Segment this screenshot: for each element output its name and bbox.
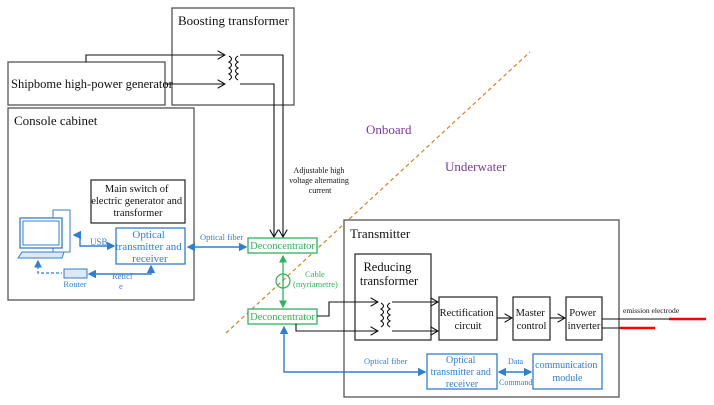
cable-label: Cable (myriametre) — [293, 269, 338, 289]
underwater-label: Underwater — [445, 159, 507, 174]
reducing-coil-icon — [379, 302, 392, 328]
main-switch-label: Main switch of electric generator and tr… — [91, 184, 185, 219]
master-control-label: Master control — [516, 308, 548, 332]
deconcentrator-top-label: Deconcentrator — [250, 241, 315, 252]
router-label: Router — [63, 279, 86, 289]
transmitter-optical-transceiver-label: Optical transmitter and receiver — [431, 355, 494, 390]
data-label: Data — [508, 357, 524, 366]
router-icon — [63, 268, 88, 279]
console-optical-transceiver-box — [115, 227, 186, 265]
reticle-label: Reticl e — [112, 271, 134, 291]
boosting-transformer: Boosting transformer — [171, 7, 295, 106]
usb-label: USB — [90, 237, 108, 247]
command-label: Command — [499, 378, 532, 387]
generator-label: Shipbome high-power generator — [11, 77, 174, 91]
transmitter: Transmitter Reducing transformer Rectifi… — [279, 219, 620, 398]
main-switch-box — [90, 179, 186, 224]
communication-module-label: communication module — [535, 360, 600, 384]
console-optical-transceiver-label: Optical transmitter and receiver — [115, 229, 184, 265]
optical-fiber-bottom-label: Optical fiber — [364, 356, 407, 366]
boosting-transformer-title: Boosting transformer — [178, 13, 290, 28]
computer-icon — [17, 209, 71, 259]
cable-icon — [275, 273, 291, 289]
power-inverter-label: Power inverter — [568, 308, 601, 332]
reducing-transformer-label: Reducing transformer — [360, 260, 419, 288]
generator-box: Shipbome high-power generator — [7, 61, 174, 106]
onboard-label: Onboard — [366, 122, 412, 137]
rectification-box — [438, 296, 498, 341]
transmitter-optical-transceiver-box — [426, 353, 498, 390]
hv-label: Adjustable high voltage alternating curr… — [289, 166, 351, 195]
emission-electrode-label: emission electrode — [623, 306, 680, 315]
console-cabinet-title: Console cabinet — [14, 113, 98, 128]
rectification-label: Rectification circuit — [440, 308, 497, 332]
deconcentrator-bottom-label: Deconcentrator — [250, 312, 315, 323]
communication-module-box — [532, 353, 603, 390]
master-control-box — [512, 296, 551, 341]
transmitter-title: Transmitter — [350, 226, 411, 241]
console-cabinet: Console cabinet Main switch of electric … — [7, 107, 195, 301]
transformer-coil-icon — [227, 55, 240, 81]
deconcentrator-top-box — [247, 237, 318, 254]
onboard-underwater-boundary — [225, 51, 531, 334]
optical-fiber-top-label: Optical fiber — [200, 232, 243, 242]
